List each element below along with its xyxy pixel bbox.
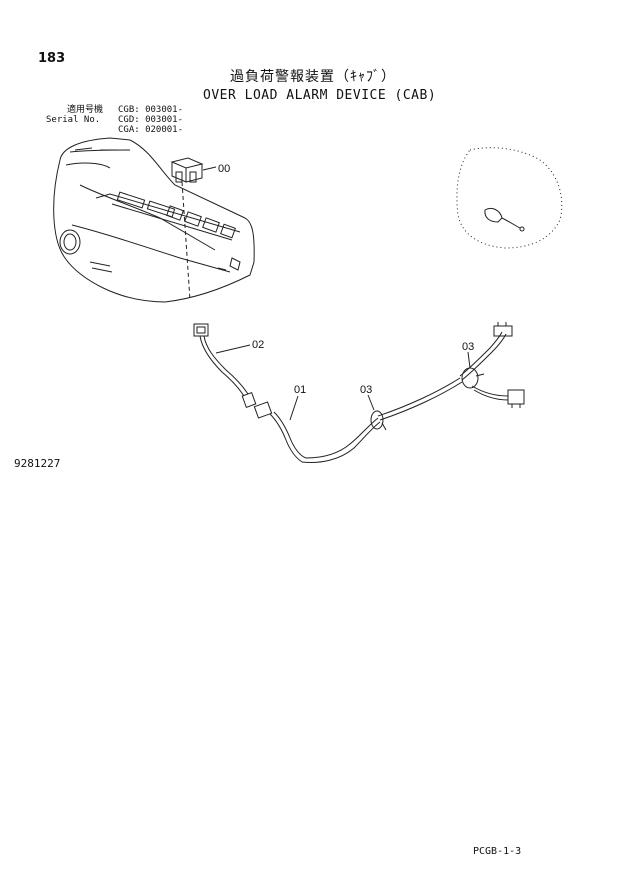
page-number: 183 bbox=[38, 51, 66, 66]
alarm-switch-drawing bbox=[170, 157, 217, 301]
callout-leaders bbox=[215, 344, 471, 421]
callout-clamp-center: 03 bbox=[360, 384, 373, 396]
harness-01-drawing bbox=[253, 322, 525, 463]
callout-clamp-right: 03 bbox=[462, 341, 475, 353]
title-japanese: 過負荷警報装置（ｷｬﾌﾞ） bbox=[230, 69, 396, 85]
callout-switch: 00 bbox=[218, 163, 231, 175]
callout-harness-02: 02 bbox=[252, 339, 265, 351]
cab-location-drawing bbox=[456, 147, 563, 249]
serial-number-label: Serial No. bbox=[46, 115, 101, 125]
side-console-drawing bbox=[53, 137, 255, 303]
harness-02-drawing bbox=[193, 323, 257, 408]
applicability-label: 適用号機 bbox=[67, 105, 104, 115]
serial-code-cgd: CGD: 003001- bbox=[118, 115, 184, 125]
footer-page-code: PCGB-1-3 bbox=[473, 846, 522, 857]
serial-code-cga: CGA: 020001- bbox=[118, 125, 184, 135]
title-english: OVER LOAD ALARM DEVICE (CAB) bbox=[203, 88, 437, 103]
serial-code-cgb: CGB: 003001- bbox=[118, 105, 184, 115]
callout-harness-01: 01 bbox=[294, 384, 307, 396]
figure-number: 9281227 bbox=[14, 457, 61, 470]
